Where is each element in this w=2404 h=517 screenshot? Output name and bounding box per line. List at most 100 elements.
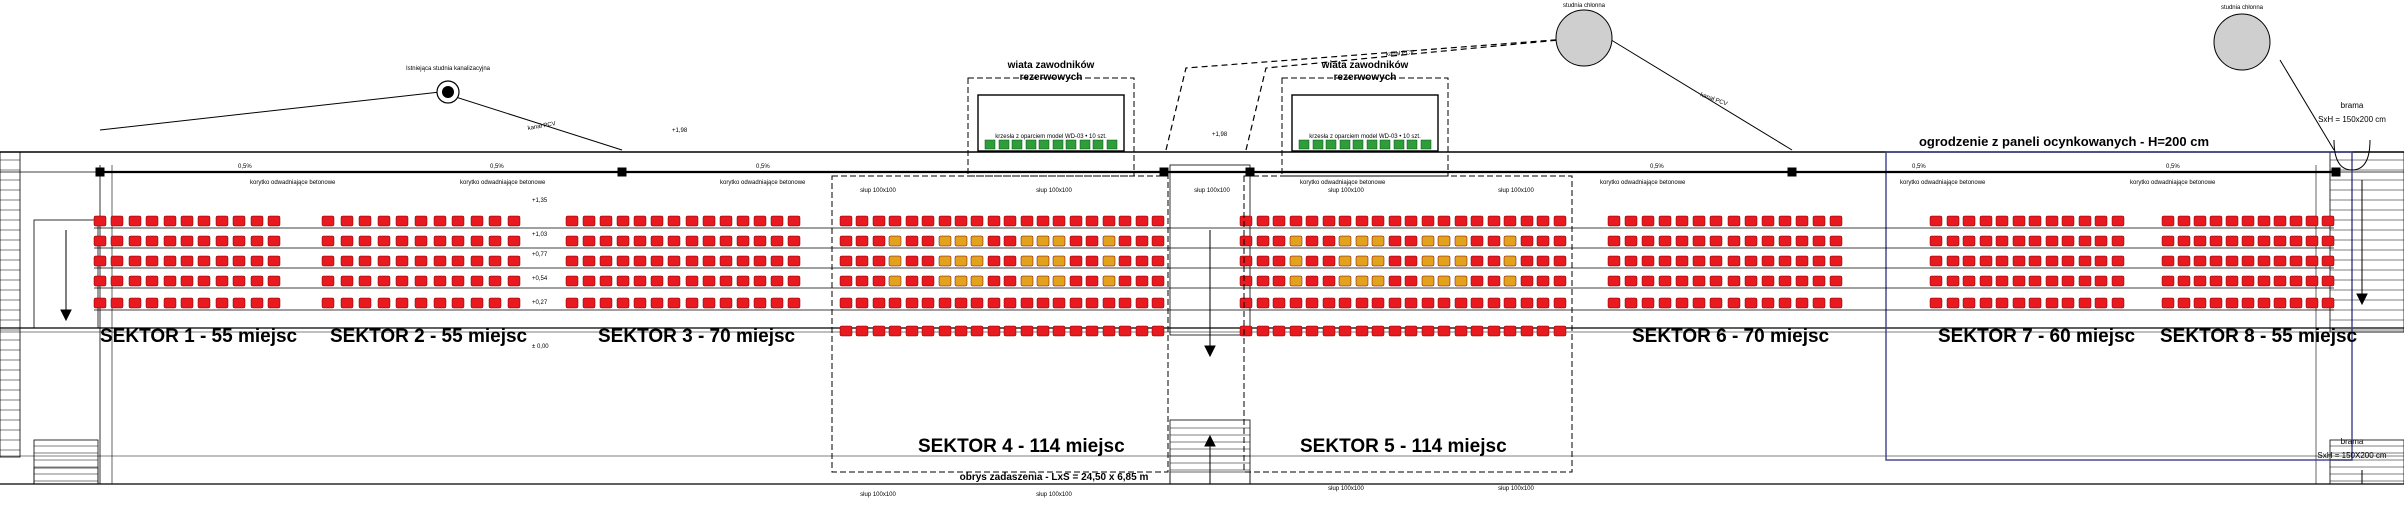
pillar-label: słup 100x100	[1036, 188, 1072, 194]
seat	[685, 235, 699, 247]
seat	[1239, 215, 1253, 227]
seat	[667, 235, 681, 247]
seat	[1322, 215, 1336, 227]
seat	[215, 297, 229, 309]
slope-label: 0,5%	[490, 164, 504, 170]
seat	[2321, 297, 2335, 309]
seat	[488, 297, 502, 309]
seat	[1812, 297, 1826, 309]
seat	[1437, 275, 1451, 287]
seat	[1118, 215, 1132, 227]
seat	[451, 235, 465, 247]
seat	[685, 275, 699, 287]
seat	[2078, 297, 2092, 309]
sector-1-label: SEKTOR 1 - 55 miejsc	[100, 326, 298, 347]
gutter-label: korytko odwadniające betonowe	[1600, 180, 1686, 186]
seat	[599, 275, 613, 287]
seat	[1151, 235, 1165, 247]
seat	[1487, 275, 1501, 287]
seat	[1118, 297, 1132, 309]
seat	[1256, 297, 1270, 309]
seat	[163, 215, 177, 227]
seat	[395, 215, 409, 227]
seat	[2305, 297, 2319, 309]
seat	[2305, 255, 2319, 267]
shelter-outline	[1291, 94, 1439, 152]
seat	[1305, 255, 1319, 267]
seat	[921, 215, 935, 227]
seat	[702, 297, 716, 309]
shelter-title-1: wiata zawodników	[1321, 60, 1409, 71]
seat	[1995, 275, 2009, 287]
seat	[340, 275, 354, 287]
seat	[1829, 255, 1843, 267]
seat	[1454, 325, 1468, 337]
seat	[888, 235, 902, 247]
seat	[1709, 215, 1723, 227]
seat	[340, 215, 354, 227]
seat	[1355, 275, 1369, 287]
seat	[1020, 297, 1034, 309]
seat	[1675, 215, 1689, 227]
seat	[839, 325, 853, 337]
sector-4-label: SEKTOR 4 - 114 miejsc	[918, 436, 1125, 457]
seat	[1305, 297, 1319, 309]
seat	[970, 235, 984, 247]
seat	[2161, 255, 2175, 267]
bench-seat	[1065, 139, 1077, 150]
seat	[2241, 297, 2255, 309]
shelter-outline	[977, 94, 1125, 152]
seat	[1102, 255, 1116, 267]
seat	[1052, 297, 1066, 309]
seat	[1795, 275, 1809, 287]
seat	[2305, 215, 2319, 227]
seat	[753, 235, 767, 247]
seat	[1520, 255, 1534, 267]
seat	[1692, 235, 1706, 247]
bench-seat	[1106, 139, 1118, 150]
level-label: +1,03	[532, 232, 548, 238]
seat	[2177, 297, 2191, 309]
seat	[2289, 215, 2303, 227]
seat	[787, 215, 801, 227]
seat	[1929, 255, 1943, 267]
seat	[1003, 275, 1017, 287]
seat	[340, 235, 354, 247]
seat	[888, 325, 902, 337]
seat	[1503, 325, 1517, 337]
seat	[451, 215, 465, 227]
seat	[1069, 325, 1083, 337]
seat	[1761, 235, 1775, 247]
seat	[1744, 255, 1758, 267]
seat	[470, 297, 484, 309]
bench-seat	[1366, 139, 1378, 150]
seat	[582, 215, 596, 227]
seat	[1388, 325, 1402, 337]
pillar-label: słup 100x100	[860, 492, 896, 498]
seat	[180, 297, 194, 309]
seat	[1085, 275, 1099, 287]
pillar-label: słup 100x100	[1328, 486, 1364, 492]
seat	[1487, 325, 1501, 337]
seat	[1929, 235, 1943, 247]
seat	[1503, 215, 1517, 227]
seat	[1962, 297, 1976, 309]
seat	[1946, 215, 1960, 227]
seat	[1795, 235, 1809, 247]
fence-label: ogrodzenie z paneli ocynkowanych - H=200…	[1919, 134, 2209, 149]
seat	[1658, 235, 1672, 247]
seat	[719, 297, 733, 309]
seat	[180, 215, 194, 227]
seat	[377, 297, 391, 309]
seat	[507, 297, 521, 309]
seat	[1003, 297, 1017, 309]
seat	[1778, 275, 1792, 287]
seat	[1421, 325, 1435, 337]
bench-seat	[1052, 139, 1064, 150]
pillar-label: słup 100x100	[1498, 188, 1534, 194]
seat	[2028, 255, 2042, 267]
seat	[128, 235, 142, 247]
seat	[599, 297, 613, 309]
seat	[565, 297, 579, 309]
seat	[488, 275, 502, 287]
